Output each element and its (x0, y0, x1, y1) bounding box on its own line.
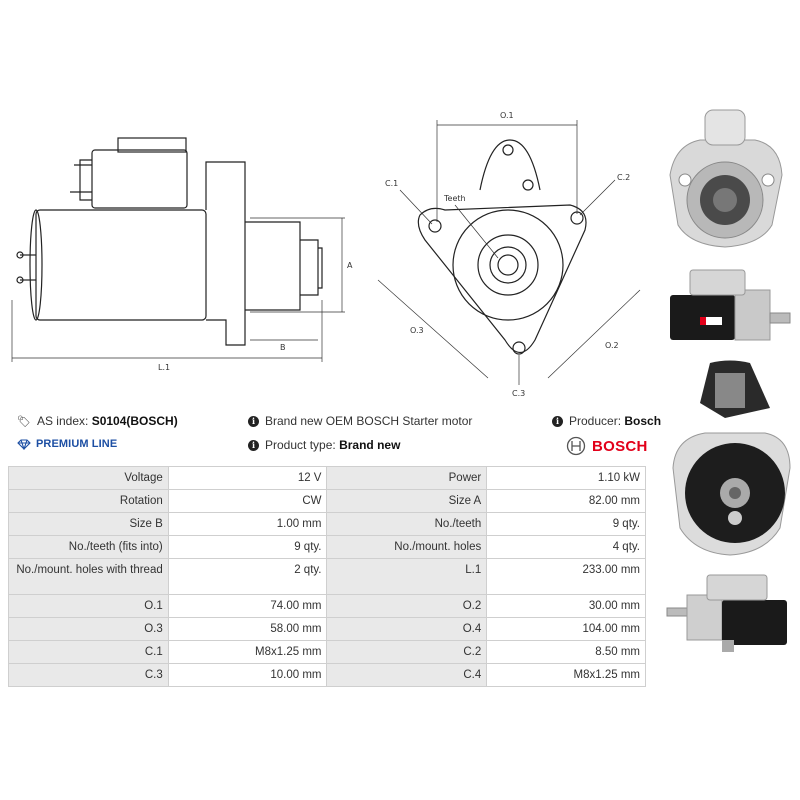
tag-icon: 🏷 (17, 415, 31, 428)
table-row: Size B 1.00 mm No./teeth 9 qty. (8, 512, 646, 536)
spec-label: Rotation (8, 489, 169, 513)
spec-value: 58.00 mm (167, 617, 328, 641)
spec-label: O.2 (326, 594, 488, 618)
table-row: Rotation CW Size A 82.00 mm (8, 489, 646, 513)
spec-value: 4 qty. (486, 535, 646, 559)
producer-value: Bosch (624, 414, 662, 428)
product-type-value: Brand new (339, 438, 401, 452)
flange-outline (417, 204, 587, 354)
table-row: O.1 74.00 mm O.2 30.00 mm (8, 594, 646, 618)
premium-line-label: PREMIUM LINE (36, 438, 118, 450)
info-icon: i (552, 415, 563, 427)
spec-value: M8x1.25 mm (486, 663, 646, 687)
table-row: O.3 58.00 mm O.4 104.00 mm (8, 617, 646, 641)
spec-value: 104.00 mm (486, 617, 646, 641)
dim-label-l1: L.1 (158, 363, 170, 372)
spec-label: No./teeth (fits into) (8, 535, 169, 559)
table-row: No./mount. holes with thread 2 qty. L.1 … (8, 558, 646, 595)
spec-label: Power (326, 466, 488, 490)
dim-label-a: A (347, 261, 353, 270)
spec-label: Size B (8, 512, 169, 536)
spec-value: 82.00 mm (486, 489, 646, 513)
spec-label: C.3 (8, 663, 169, 687)
spec-value: 1.00 mm (167, 512, 328, 536)
dim-label-o3: O.3 (410, 326, 424, 335)
spec-label: O.1 (8, 594, 169, 618)
spec-label: Voltage (8, 466, 169, 490)
table-row: No./teeth (fits into) 9 qty. No./mount. … (8, 535, 646, 559)
as-index: 🏷 AS index: S0104(BOSCH) (17, 414, 178, 428)
info-icon: i (248, 439, 259, 451)
spec-label: No./teeth (326, 512, 488, 536)
bosch-logo-text: BOSCH (592, 437, 648, 455)
product-photo-side-label (660, 265, 795, 350)
table-row: C.3 10.00 mm C.4 M8x1.25 mm (8, 663, 646, 687)
premium-line: PREMIUM LINE (17, 438, 117, 450)
spec-value: 8.50 mm (486, 640, 646, 664)
spec-label: C.1 (8, 640, 169, 664)
spec-value: CW (167, 489, 328, 513)
product-photo-side (662, 570, 797, 655)
technical-drawing: A B L.1 O.1 O.2 O.3 C.1 C.2 C.3 Teeth (11, 111, 641, 398)
description-text: Brand new OEM BOSCH Starter motor (265, 414, 473, 428)
table-row: Voltage 12 V Power 1.10 kW (8, 466, 646, 490)
dim-label-c3: C.3 (512, 389, 525, 398)
spec-label: No./mount. holes (326, 535, 488, 559)
product-photo-rear (665, 358, 795, 563)
spec-label: O.3 (8, 617, 169, 641)
spec-value: 30.00 mm (486, 594, 646, 618)
spec-label: Size A (326, 489, 488, 513)
specs-table: Voltage 12 V Power 1.10 kW Rotation CW S… (8, 466, 646, 687)
spec-value: 9 qty. (167, 535, 328, 559)
dim-label-o1: O.1 (500, 111, 514, 120)
spec-value: 74.00 mm (167, 594, 328, 618)
spec-label: L.1 (326, 558, 488, 595)
dim-label-c1: C.1 (385, 179, 398, 188)
spec-label: O.4 (326, 617, 488, 641)
spec-label: C.2 (326, 640, 488, 664)
spec-value: 233.00 mm (486, 558, 646, 595)
product-type: i Product type: Brand new (248, 438, 400, 452)
bosch-armature-icon (566, 436, 586, 456)
spec-value: 9 qty. (486, 512, 646, 536)
spec-value: 1.10 kW (486, 466, 646, 490)
as-index-value: S0104(BOSCH) (91, 414, 178, 428)
motor-body (35, 209, 207, 321)
dim-label-b: B (280, 343, 286, 352)
spec-value: M8x1.25 mm (167, 640, 328, 664)
diamond-icon (17, 438, 31, 450)
dim-label-o2: O.2 (605, 341, 619, 350)
spec-label: No./mount. holes with thread (8, 558, 169, 595)
dim-label-c2: C.2 (617, 173, 630, 182)
solenoid (91, 149, 188, 209)
spec-value: 10.00 mm (167, 663, 328, 687)
product-photo-front (660, 105, 790, 255)
spec-value: 12 V (167, 466, 328, 490)
product-type-label: Product type: (265, 438, 336, 452)
table-row: C.1 M8x1.25 mm C.2 8.50 mm (8, 640, 646, 664)
dim-label-teeth: Teeth (443, 194, 466, 203)
producer: i Producer: Bosch (552, 414, 661, 428)
description: i Brand new OEM BOSCH Starter motor (248, 414, 472, 428)
producer-label: Producer: (569, 414, 622, 428)
info-icon: i (248, 415, 259, 427)
as-index-label: AS index: (36, 414, 89, 428)
spec-value: 2 qty. (167, 558, 328, 595)
bosch-logo: BOSCH (566, 436, 648, 456)
spec-label: C.4 (326, 663, 488, 687)
